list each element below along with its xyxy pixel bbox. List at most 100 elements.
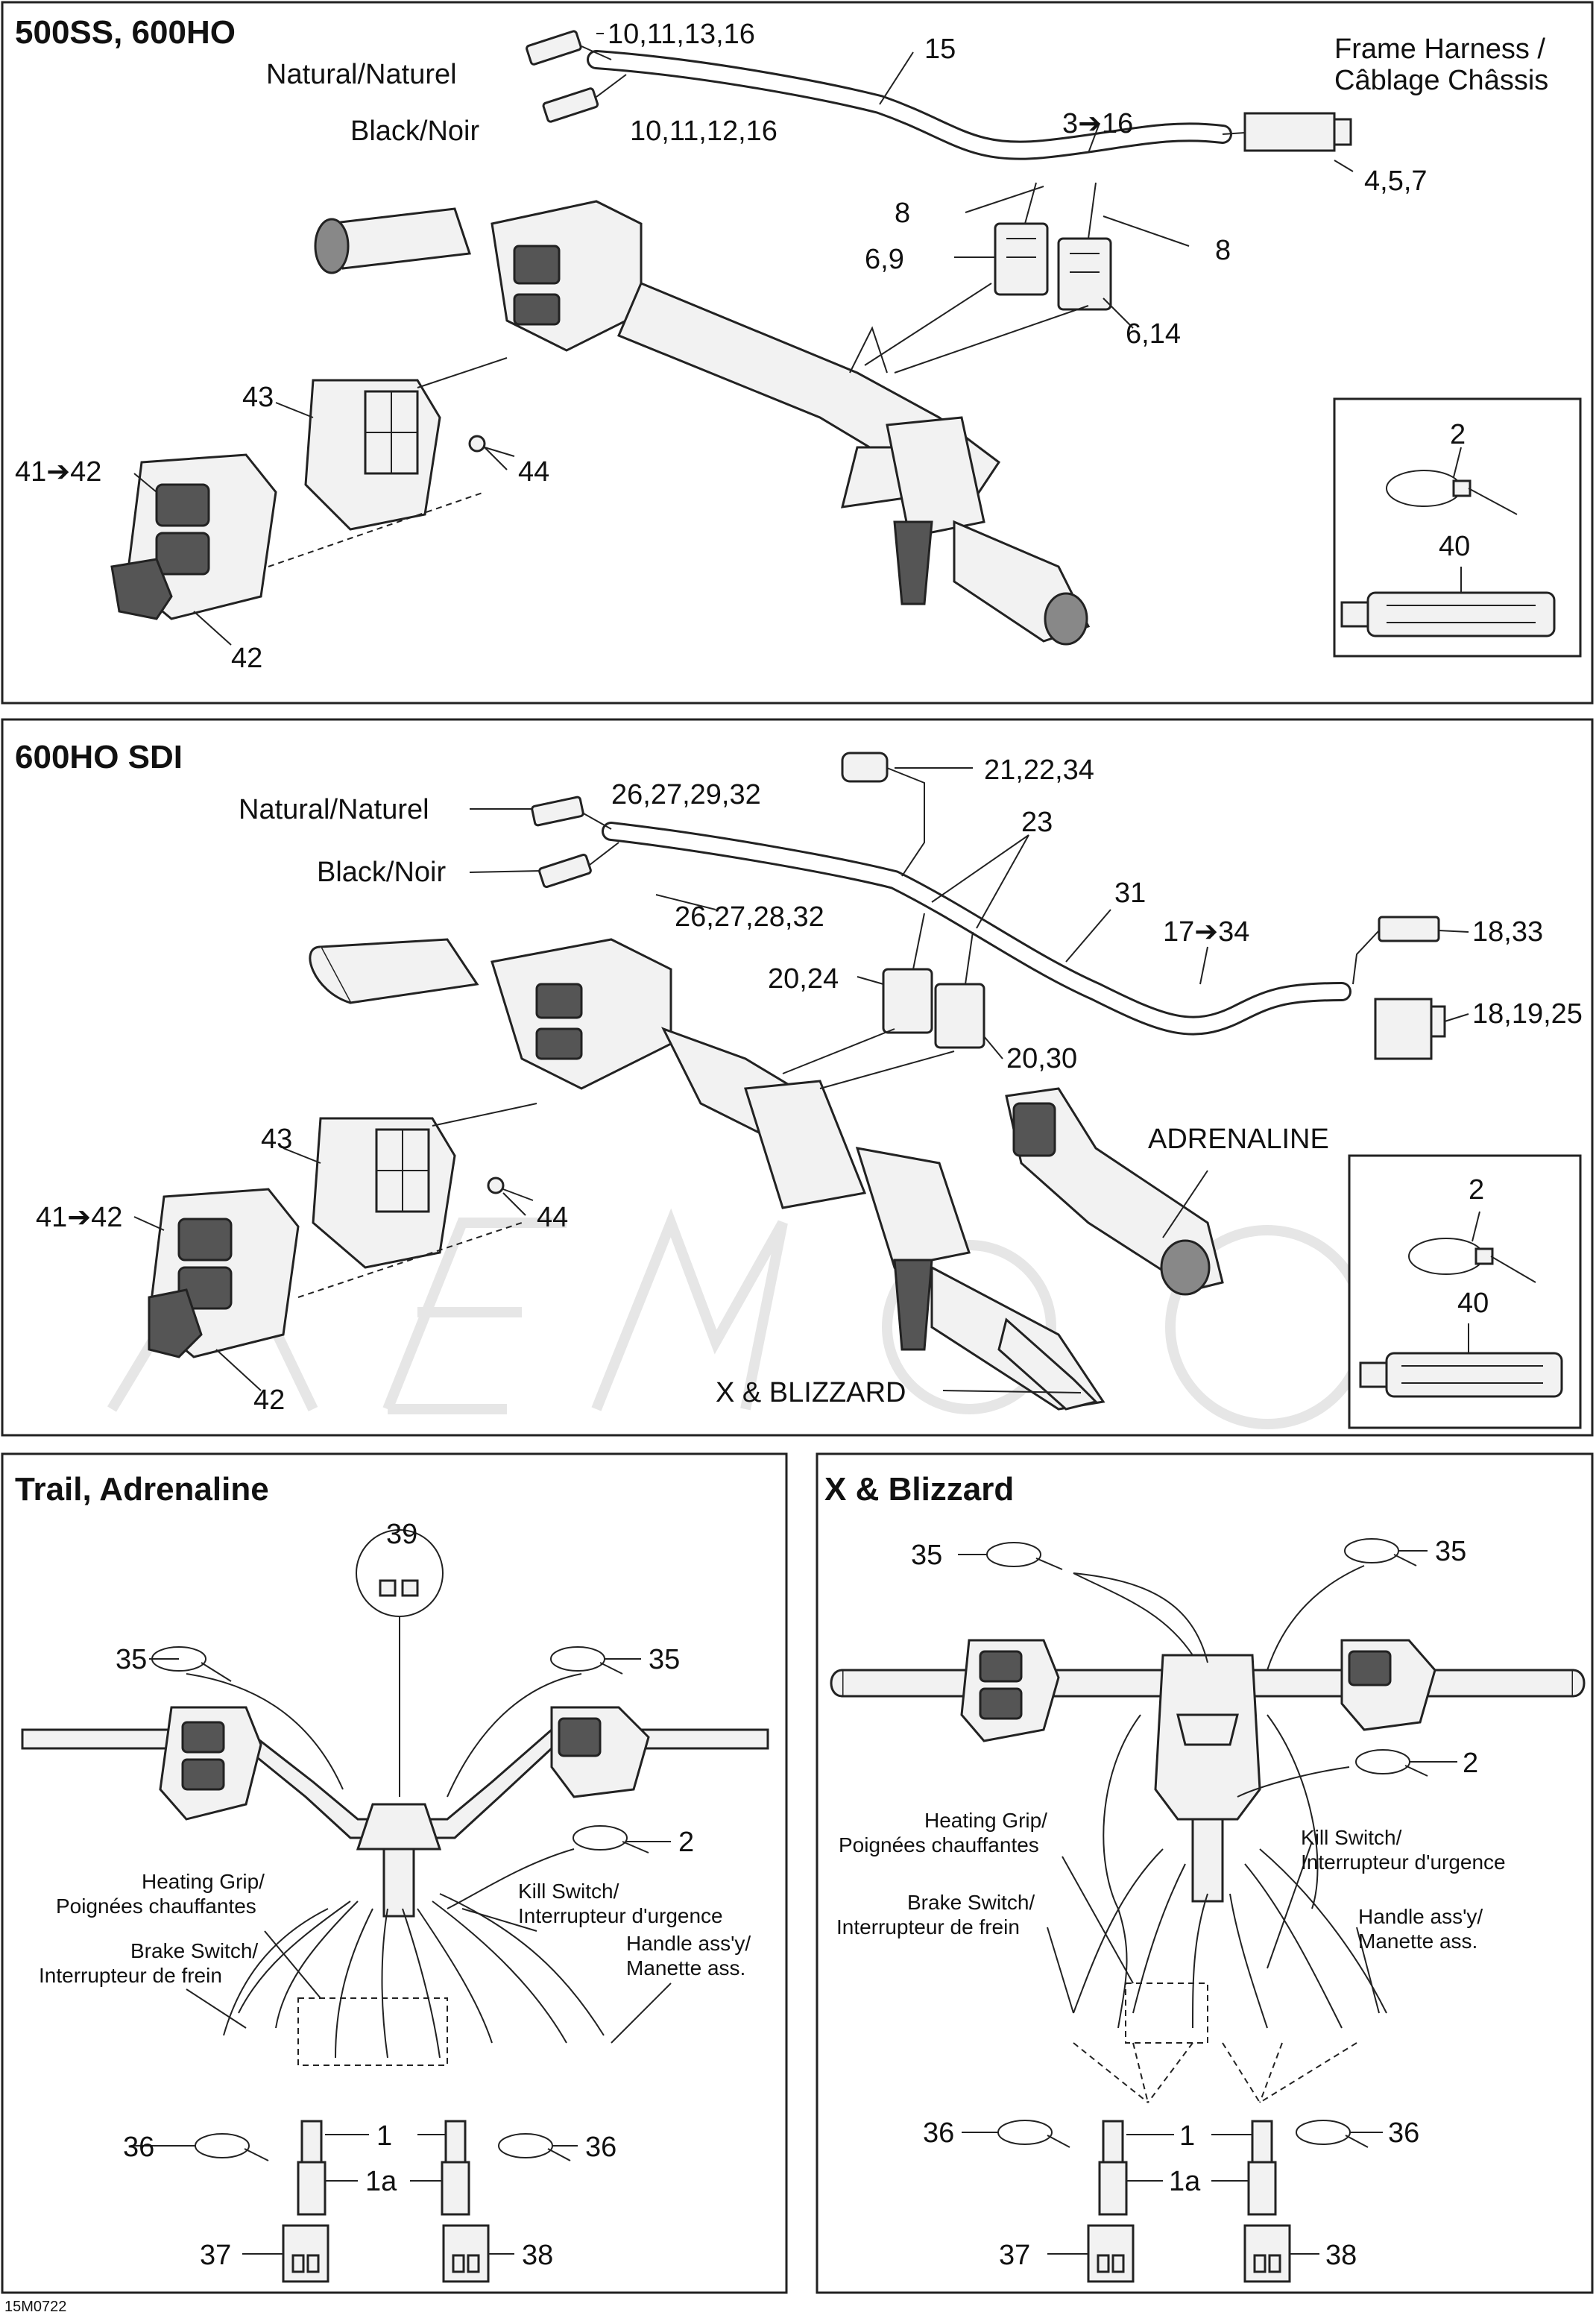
label-tie-2: 2 bbox=[678, 1827, 694, 1858]
label-clip-8b: 8 bbox=[1215, 235, 1231, 266]
connector-20-30 bbox=[934, 931, 985, 1049]
label-brake-switch-2: Interrupteur de frein bbox=[39, 1964, 222, 1987]
heating-grip-left bbox=[1098, 2120, 1128, 2216]
cable-tie-2 bbox=[1386, 470, 1518, 515]
label-brake-switch-1: Brake Switch/ bbox=[130, 1939, 258, 1962]
label-1a: 1a bbox=[365, 2166, 397, 2197]
label-handle-1: Handle ass'y/ bbox=[626, 1932, 751, 1955]
label-plug-b: 10,11,12,16 bbox=[630, 116, 778, 147]
heating-grip-left bbox=[297, 2120, 327, 2216]
connector-18-33 bbox=[1352, 916, 1440, 985]
label-conn-6-14: 6,14 bbox=[1126, 318, 1181, 350]
label-conn-18-19-25: 18,19,25 bbox=[1472, 998, 1583, 1030]
label-tie-35-left: 35 bbox=[116, 1644, 147, 1675]
label-37: 37 bbox=[200, 2240, 231, 2271]
panel-trail-adrenaline: Trail, Adrenaline bbox=[1, 1452, 788, 2294]
label-frame-harness-1: Frame Harness / bbox=[1334, 34, 1545, 65]
inset-box-top bbox=[1333, 397, 1582, 658]
handlebar bbox=[830, 1639, 1586, 1903]
label-conn-20-24: 20,24 bbox=[768, 963, 839, 995]
label-black: Black/Noir bbox=[317, 857, 446, 888]
label-tube-40: 40 bbox=[1439, 531, 1470, 562]
tube-40 bbox=[1340, 591, 1556, 637]
panel-500ss-600ho: 500SS, 600HO bbox=[1, 1, 1594, 705]
label-tie-35-right: 35 bbox=[1435, 1536, 1466, 1567]
label-37: 37 bbox=[999, 2240, 1030, 2271]
panel-x-blizzard: X & Blizzard bbox=[816, 1452, 1594, 2294]
label-screw-44: 44 bbox=[537, 1202, 568, 1233]
label-black: Black/Noir bbox=[350, 116, 479, 147]
label-x-blizzard: X & BLIZZARD bbox=[716, 1377, 906, 1408]
screw-44 bbox=[468, 435, 515, 457]
handlebar bbox=[21, 1706, 769, 1918]
label-tube-40: 40 bbox=[1457, 1288, 1489, 1319]
screw-44 bbox=[487, 1177, 534, 1201]
label-1a: 1a bbox=[1169, 2166, 1201, 2197]
cable-tie-2 bbox=[1408, 1238, 1536, 1283]
label-handle-2: Manette ass. bbox=[626, 1956, 745, 1980]
connector-39 bbox=[356, 1529, 444, 1797]
label-38: 38 bbox=[1325, 2240, 1357, 2271]
label-range-3-16: 3➔16 bbox=[1062, 108, 1133, 139]
connector-38 bbox=[1243, 2224, 1291, 2283]
label-conn-18-33: 18,33 bbox=[1472, 916, 1543, 948]
label-cover-43: 43 bbox=[242, 382, 274, 413]
label-frame-harness-2: Câblage Châssis bbox=[1334, 65, 1548, 96]
label-screw-44: 44 bbox=[518, 456, 549, 488]
panel-600ho-sdi: 600HO SDI bbox=[1, 718, 1594, 1437]
connector-37 bbox=[282, 2224, 329, 2283]
switch-housing bbox=[148, 1188, 300, 1358]
heating-grip-right bbox=[441, 2120, 470, 2216]
label-range-17-34: 17➔34 bbox=[1163, 916, 1249, 948]
label-connector-457: 4,5,7 bbox=[1364, 166, 1428, 197]
label-adrenaline: ADRENALINE bbox=[1148, 1124, 1329, 1155]
label-hose-31: 31 bbox=[1114, 878, 1146, 909]
label-clip-23: 23 bbox=[1021, 807, 1053, 838]
cover-43 bbox=[312, 1117, 456, 1269]
label-tie-2: 2 bbox=[1463, 1748, 1478, 1779]
label-natural: Natural/Naturel bbox=[239, 794, 429, 825]
label-conn-6-9: 6,9 bbox=[865, 244, 904, 275]
frame-harness-connector bbox=[1222, 112, 1352, 152]
label-heating-grip-2: Poignées chauffantes bbox=[56, 1895, 256, 1918]
sensor-21 bbox=[841, 752, 925, 877]
label-plug-a: 10,11,13,16 bbox=[608, 19, 755, 50]
inset-box-mid bbox=[1348, 1154, 1582, 1429]
panel-title: Trail, Adrenaline bbox=[15, 1471, 269, 1508]
switch-housing bbox=[110, 453, 277, 620]
label-housing-41-42: 41➔42 bbox=[36, 1202, 122, 1233]
label-tie-36-left: 36 bbox=[123, 2132, 154, 2163]
black-plug bbox=[538, 842, 619, 889]
connector-38 bbox=[442, 2224, 490, 2283]
label-38: 38 bbox=[522, 2240, 553, 2271]
label-hose-15: 15 bbox=[924, 34, 956, 65]
label-plug-26a: 26,27,29,32 bbox=[611, 779, 761, 810]
adrenaline-grip bbox=[1005, 1087, 1224, 1296]
wire-harness bbox=[1073, 1714, 1387, 2103]
label-natural: Natural/Naturel bbox=[266, 59, 457, 90]
label-tie-2: 2 bbox=[1450, 419, 1466, 450]
label-plug-26b: 26,27,28,32 bbox=[675, 901, 824, 933]
label-tie-2: 2 bbox=[1469, 1174, 1484, 1206]
label-switch-42: 42 bbox=[253, 1385, 285, 1416]
diagram-code: 15M0722 bbox=[4, 2299, 66, 2315]
connector-18-19-25 bbox=[1374, 998, 1446, 1060]
label-switch-42: 42 bbox=[231, 643, 262, 674]
label-heating-grip-1: Heating Grip/ bbox=[142, 1870, 265, 1893]
x-blizzard-grip bbox=[997, 1317, 1098, 1411]
label-conn-20-30: 20,30 bbox=[1006, 1043, 1077, 1074]
label-tie-35-left: 35 bbox=[911, 1540, 942, 1571]
label-brake-switch-1: Brake Switch/ bbox=[907, 1891, 1035, 1914]
natural-plug bbox=[531, 796, 612, 830]
label-cover-43: 43 bbox=[261, 1124, 292, 1155]
panel-title: 500SS, 600HO bbox=[15, 14, 236, 51]
label-tie-36-left: 36 bbox=[923, 2117, 954, 2149]
label-1: 1 bbox=[1179, 2120, 1195, 2152]
connector-37 bbox=[1087, 2224, 1135, 2283]
label-heating-grip-2: Poignées chauffantes bbox=[839, 1833, 1039, 1856]
heating-grip-right bbox=[1247, 2120, 1277, 2216]
label-handle-1: Handle ass'y/ bbox=[1358, 1905, 1483, 1928]
natural-plug bbox=[526, 30, 612, 66]
cover-43 bbox=[304, 379, 441, 531]
label-tie-36-right: 36 bbox=[1388, 2117, 1419, 2149]
